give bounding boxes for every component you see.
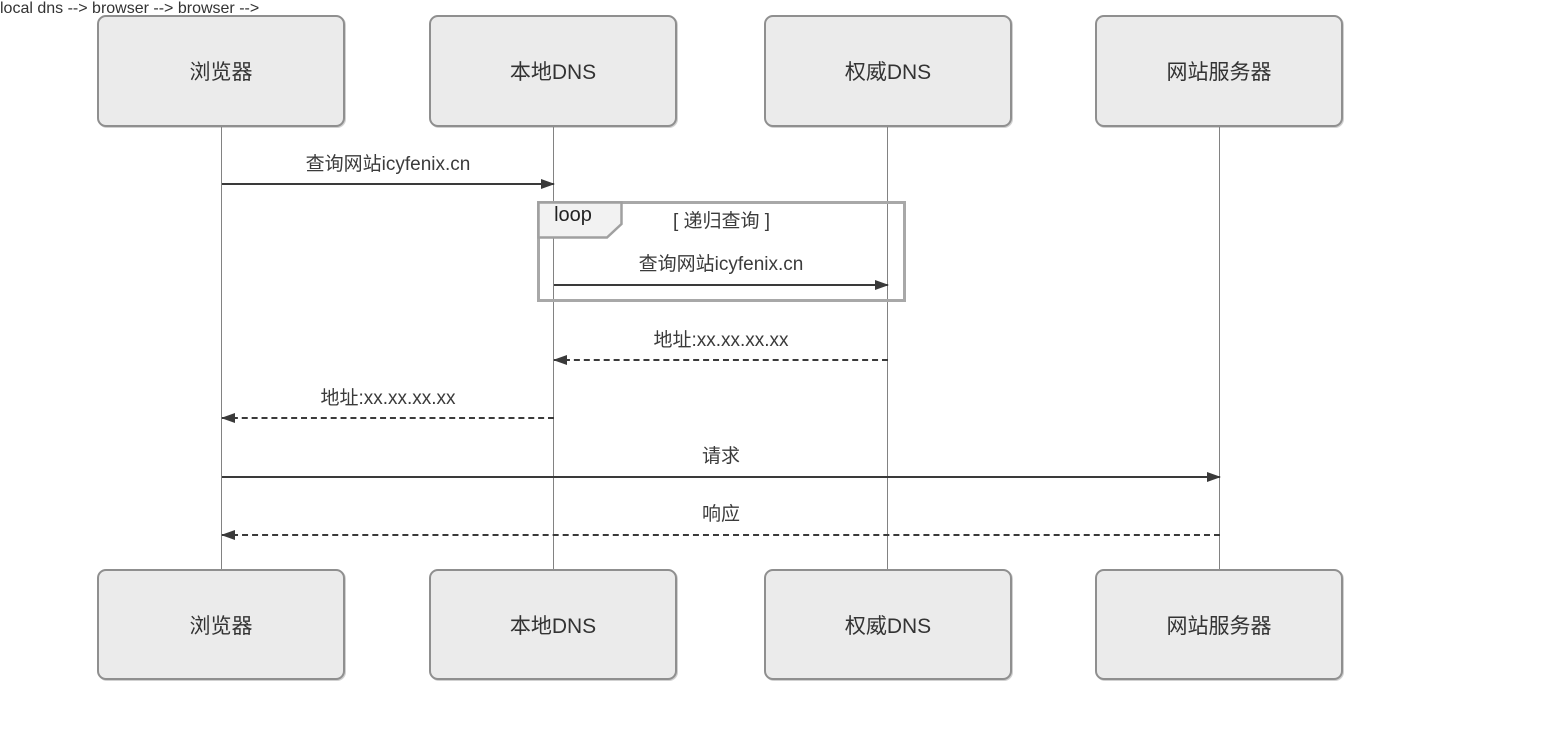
- lifeline-webserver: [1219, 127, 1220, 569]
- arrowhead-right-icon: [541, 179, 555, 189]
- participant-box-webserver-bottom: 网站服务器: [1095, 569, 1343, 680]
- loop-operator-tab: loop: [537, 201, 623, 239]
- message-label-address-1: 地址:xx.xx.xx.xx: [653, 330, 789, 351]
- message-label-query-2: 查询网站icyfenix.cn: [638, 254, 804, 275]
- message-label-request: 请求: [701, 446, 740, 467]
- loop-operator-label: loop: [554, 204, 592, 226]
- loop-fragment-frame: [537, 201, 906, 302]
- participant-box-browser-bottom: 浏览器: [97, 569, 345, 680]
- lifeline-authdns: [887, 127, 888, 569]
- participant-box-webserver-top: 网站服务器: [1095, 15, 1343, 127]
- message-arrow-response: [221, 530, 1220, 540]
- message-label-address-2: 地址:xx.xx.xx.xx: [320, 388, 456, 409]
- arrowhead-right-icon: [1207, 472, 1221, 482]
- loop-tab-pentagon-icon: [537, 201, 623, 239]
- message-arrow-request: [222, 472, 1221, 482]
- message-label-query-1: 查询网站icyfenix.cn: [305, 154, 471, 175]
- participant-box-authdns-bottom: 权威DNS: [764, 569, 1012, 680]
- arrowhead-left-icon: [553, 355, 567, 365]
- loop-condition-label: [ 递归查询 ]: [672, 211, 771, 232]
- participant-box-localdns-bottom: 本地DNS: [429, 569, 677, 680]
- arrowhead-left-icon: [221, 530, 235, 540]
- participant-box-browser-top: 浏览器: [97, 15, 345, 127]
- message-arrow-address-2: [221, 413, 554, 423]
- participant-box-authdns-top: 权威DNS: [764, 15, 1012, 127]
- arrowhead-left-icon: [221, 413, 235, 423]
- message-arrow-query-1: [222, 179, 555, 189]
- arrowhead-right-icon: [875, 280, 889, 290]
- participant-box-localdns-top: 本地DNS: [429, 15, 677, 127]
- message-label-response: 响应: [701, 504, 740, 525]
- lifeline-localdns: [553, 127, 554, 569]
- lifeline-browser: [221, 127, 222, 569]
- message-arrow-address-1: [553, 355, 888, 365]
- message-arrow-query-2: [554, 280, 889, 290]
